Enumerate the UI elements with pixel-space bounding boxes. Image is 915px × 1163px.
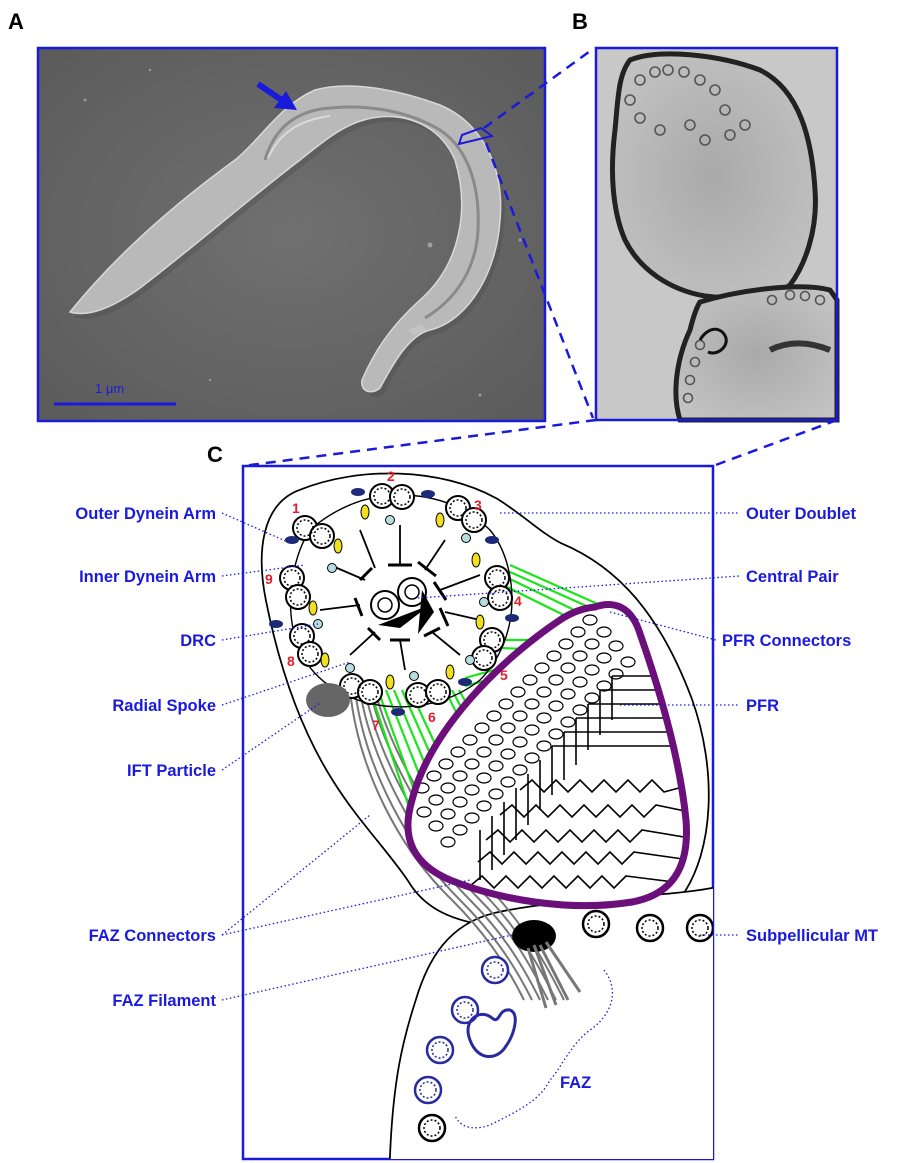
doublet-number-3: 3: [474, 497, 482, 513]
label-drc: DRC: [180, 632, 216, 650]
panel-label-c: C: [207, 442, 223, 467]
label-faz-connectors: FAZ Connectors: [89, 927, 216, 945]
doublet-number-5: 5: [500, 667, 508, 683]
label-faz-filament: FAZ Filament: [112, 992, 216, 1010]
label-inner-dynein-arm: Inner Dynein Arm: [79, 568, 216, 586]
label-radial-spoke: Radial Spoke: [112, 697, 216, 715]
label-central-pair: Central Pair: [746, 568, 839, 586]
doublet-number-8: 8: [287, 653, 295, 669]
panel-b-tem-image: [596, 48, 837, 420]
label-outer-dynein-arm: Outer Dynein Arm: [75, 505, 216, 523]
doublet-number-2: 2: [387, 468, 395, 484]
ift-particle: [306, 683, 350, 717]
label-subpellicular-mt: Subpellicular MT: [746, 927, 878, 945]
zoom-line-right: [713, 420, 837, 466]
doublet-number-4: 4: [514, 593, 522, 609]
label-outer-doublet: Outer Doublet: [746, 505, 857, 523]
scale-bar-label: 1 μm: [95, 381, 124, 396]
zoom-line-left: [243, 420, 596, 466]
label-pfr-connectors: PFR Connectors: [722, 632, 851, 650]
doublet-number-9: 9: [265, 571, 273, 587]
doublet-number-6: 6: [428, 709, 436, 725]
doublet-number-1: 1: [292, 500, 300, 516]
label-faz: FAZ: [560, 1074, 591, 1092]
panel-label-b: B: [572, 9, 588, 34]
panel-label-a: A: [8, 9, 24, 34]
label-pfr: PFR: [746, 697, 779, 715]
doublet-number-7: 7: [372, 717, 380, 733]
label-ift-particle: IFT Particle: [127, 762, 216, 780]
